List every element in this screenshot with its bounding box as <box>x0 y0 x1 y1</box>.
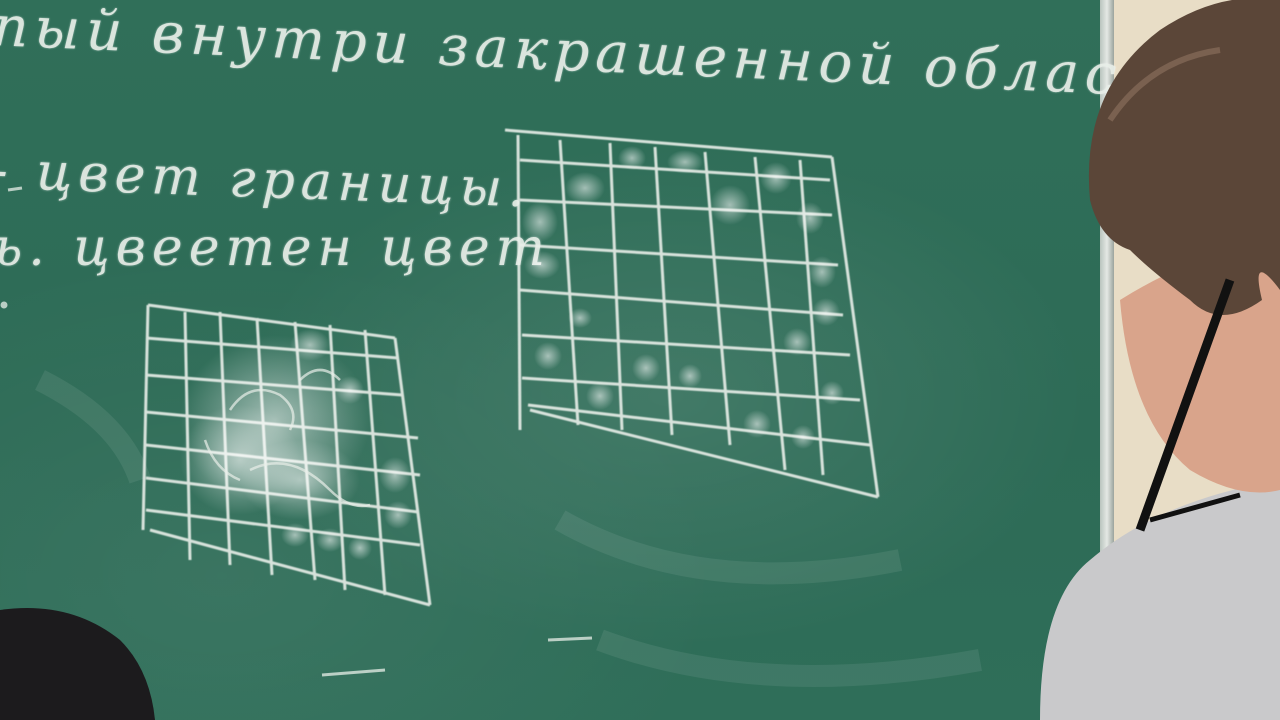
scribble-marks <box>203 368 371 508</box>
stray-chalk-marks <box>0 186 593 677</box>
grid-right-filled-cells <box>522 146 844 449</box>
person-right <box>1040 0 1280 720</box>
board-text-line-3: ь. цвеетен цвет <box>0 218 551 278</box>
board-smudges <box>35 370 982 687</box>
person-left-shoulder <box>0 608 155 720</box>
grid-left-filled-cells <box>180 329 412 560</box>
